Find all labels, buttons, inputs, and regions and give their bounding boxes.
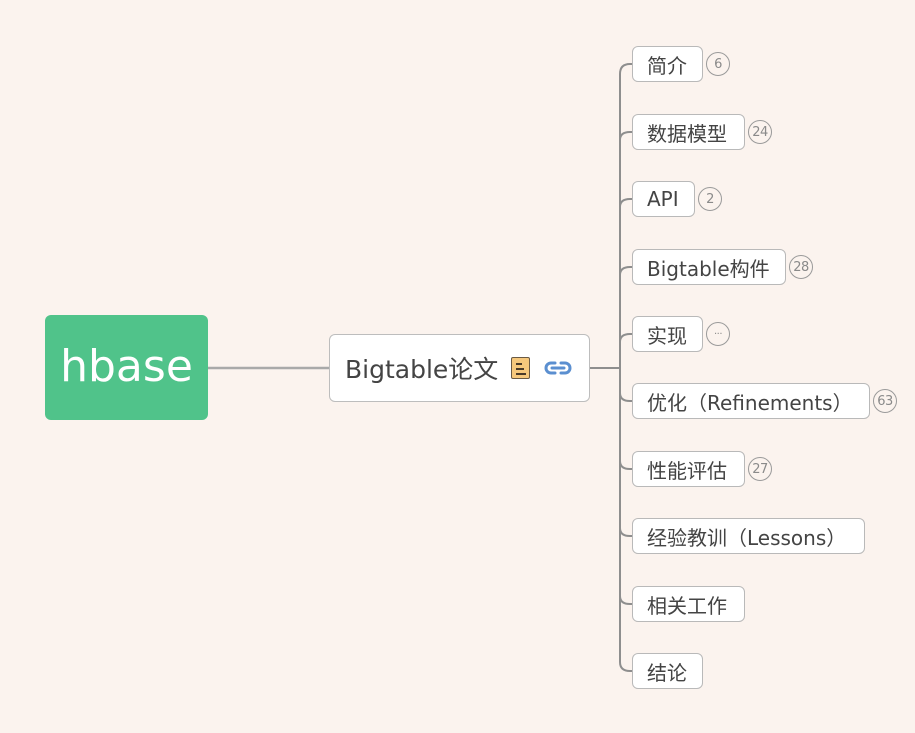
topic-label: Bigtable构件 xyxy=(647,256,770,281)
root-topic-hbase[interactable]: hbase xyxy=(45,315,208,420)
root-topic-label: hbase xyxy=(60,341,193,392)
topic-bigtable-components[interactable]: Bigtable构件 xyxy=(632,249,786,285)
topic-conclusion[interactable]: 结论 xyxy=(632,653,703,689)
note-icon[interactable] xyxy=(511,357,531,379)
topic-performance-evaluation[interactable]: 性能评估 xyxy=(632,451,745,487)
topic-label: 数据模型 xyxy=(647,121,727,146)
topic-data-model[interactable]: 数据模型 xyxy=(632,114,745,150)
topic-label: 实现 xyxy=(647,323,687,348)
central-topic-label: Bigtable论文 xyxy=(345,355,499,384)
collapsed-count-badge[interactable]: 27 xyxy=(748,457,772,481)
topic-lessons[interactable]: 经验教训（Lessons） xyxy=(632,518,865,554)
topic-refinements[interactable]: 优化（Refinements） xyxy=(632,383,870,419)
link-icon[interactable] xyxy=(544,360,572,376)
topic-label: API xyxy=(647,187,679,211)
expand-more-icon[interactable]: ··· xyxy=(706,322,730,346)
central-topic-bigtable[interactable]: Bigtable论文 xyxy=(329,334,590,402)
collapsed-count-badge[interactable]: 24 xyxy=(748,120,772,144)
topic-api[interactable]: API xyxy=(632,181,695,217)
topic-label: 简介 xyxy=(647,53,687,78)
topic-label: 相关工作 xyxy=(647,593,727,618)
collapsed-count-badge[interactable]: 6 xyxy=(706,52,730,76)
topic-intro[interactable]: 简介 xyxy=(632,46,703,82)
topic-related-work[interactable]: 相关工作 xyxy=(632,586,745,622)
topic-implementation[interactable]: 实现 xyxy=(632,316,703,352)
topic-label: 结论 xyxy=(647,660,687,685)
collapsed-count-badge[interactable]: 28 xyxy=(789,255,813,279)
collapsed-count-badge[interactable]: 63 xyxy=(873,389,897,413)
topic-label: 经验教训（Lessons） xyxy=(647,525,847,550)
topic-label: 优化（Refinements） xyxy=(647,390,853,415)
topic-label: 性能评估 xyxy=(647,458,727,483)
collapsed-count-badge[interactable]: 2 xyxy=(698,187,722,211)
